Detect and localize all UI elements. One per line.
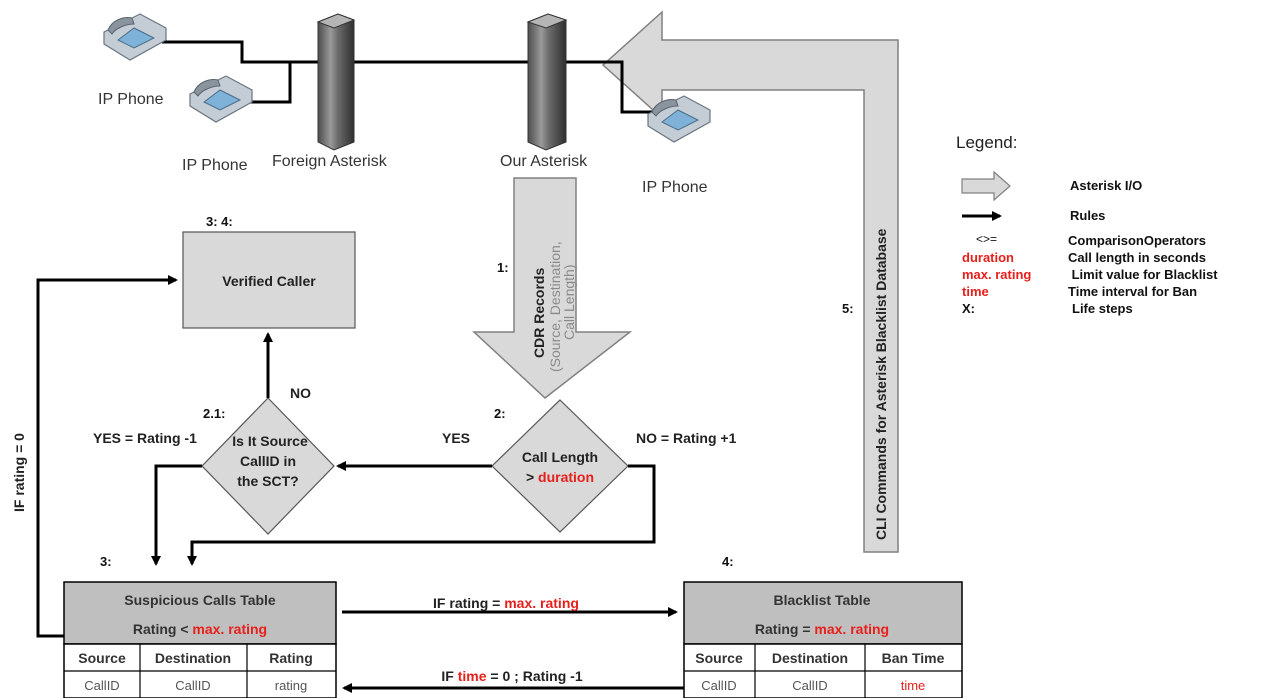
legend-symbol: <>= [976,232,997,246]
legend-title: Legend: [956,133,1017,152]
table-cell: CallID [701,678,736,693]
server-icon [526,13,568,151]
table-cell: time [901,678,926,693]
param-max-rating: max. rating [192,621,267,637]
suspicious-table-title: Suspicious Calls Table [124,592,276,608]
our-asterisk-label: Our Asterisk [500,153,588,170]
foreign-asterisk-label: Foreign Asterisk [272,153,388,170]
table-cell: CallID [175,678,210,693]
blacklist-table: Blacklist Table Rating = max. rating Sou… [683,581,963,698]
source-callid-decision [201,397,335,535]
column-header: Rating [269,650,313,666]
source-decision-line2: CallID in [240,453,296,469]
cdr-records-fields-line2: Call Length) [561,265,577,341]
table-cell: CallID [792,678,827,693]
suspicious-subtitle-prefix: Rating < [133,621,193,637]
blacklist-table-subtitle: Rating = max. rating [755,621,889,637]
legend-symbol: max. rating [962,267,1031,282]
source-decision-line1: Is It Source [232,433,308,449]
column-header: Ban Time [882,650,945,666]
to-suspicious-suffix: = 0 ; Rating -1 [487,668,583,684]
step-2-1-label: 2.1: [203,406,225,421]
source-decision-line3: the SCT? [237,473,298,489]
step-3-label: 3: [100,554,112,569]
server-icon [316,13,356,151]
verified-caller-box [182,231,356,329]
legend-text: ComparisonOperators [1068,233,1206,248]
step-4-label: 4: [722,554,734,569]
cdr-records-fields-line1: (Source, Destination, [547,241,563,372]
asterisk-io-symbol-icon [961,170,1011,202]
param-duration: duration [538,469,594,485]
network-links [162,40,662,114]
blacklist-table-title: Blacklist Table [773,592,870,608]
legend-text: Life steps [1072,301,1133,316]
ip-phone-3-label: IP Phone [642,179,708,196]
verified-caller-label: Verified Caller [222,273,316,289]
step-2-label: 2: [494,406,506,421]
ip-phone-icon [647,95,711,143]
to-blacklist-condition: IF rating = max. rating [433,595,579,611]
table-cell: rating [275,678,308,693]
legend-symbol: duration [962,250,1014,265]
to-suspicious-prefix: IF [441,668,457,684]
legend-text: Rules [1070,208,1105,223]
step-3-4-label: 3: 4: [206,214,233,229]
step-5-label: 5: [842,301,854,316]
param-max-rating: max. rating [814,621,889,637]
param-time: time [458,668,487,684]
no-rating-plus-label: NO = Rating +1 [636,430,737,446]
legend-text: Time interval for Ban [1068,284,1197,299]
call-length-prefix: > [526,469,538,485]
legend-text: Call length in seconds [1068,250,1206,265]
ip-phone-icon [103,13,167,61]
suspicious-calls-table: Suspicious Calls Table Rating < max. rat… [63,581,337,698]
ip-phone-2-label: IP Phone [182,157,248,174]
call-length-decision [491,399,629,533]
legend-text: Asterisk I/O [1070,178,1142,193]
no-label: NO [290,385,311,401]
legend: Legend: <>= duration max. rating time X:… [956,133,1218,316]
column-header: Destination [772,650,848,666]
step-1-label: 1: [497,260,509,275]
ip-phone-icon [189,75,253,123]
column-header: Source [78,650,126,666]
cdr-records-title: CDR Records [531,268,547,358]
ip-phone-1-label: IP Phone [98,91,164,108]
param-max-rating: max. rating [504,595,579,611]
legend-symbol: X: [962,301,975,316]
cdr-records-arrow: CDR Records (Source, Destination, Call L… [472,177,633,399]
if-rating-zero-label: IF rating = 0 [11,433,27,512]
call-length-label: Call Length [522,449,598,465]
to-suspicious-condition: IF time = 0 ; Rating -1 [441,668,582,684]
call-length-condition: > duration [526,469,594,485]
blacklist-subtitle-prefix: Rating = [755,621,815,637]
rule-arrows [36,275,684,693]
suspicious-table-subtitle: Rating < max. rating [133,621,267,637]
legend-text: Limit value for Blacklist [1068,267,1218,282]
column-header: Destination [155,650,231,666]
yes-rating-minus-label: YES = Rating -1 [93,430,197,446]
to-blacklist-prefix: IF rating = [433,595,504,611]
cli-commands-arrow: CLI Commands for Asterisk Blacklist Data… [601,10,899,553]
yes-label: YES [442,430,470,446]
cli-commands-label: CLI Commands for Asterisk Blacklist Data… [873,228,889,540]
legend-symbol: time [962,284,989,299]
table-cell: CallID [84,678,119,693]
column-header: Source [695,650,743,666]
